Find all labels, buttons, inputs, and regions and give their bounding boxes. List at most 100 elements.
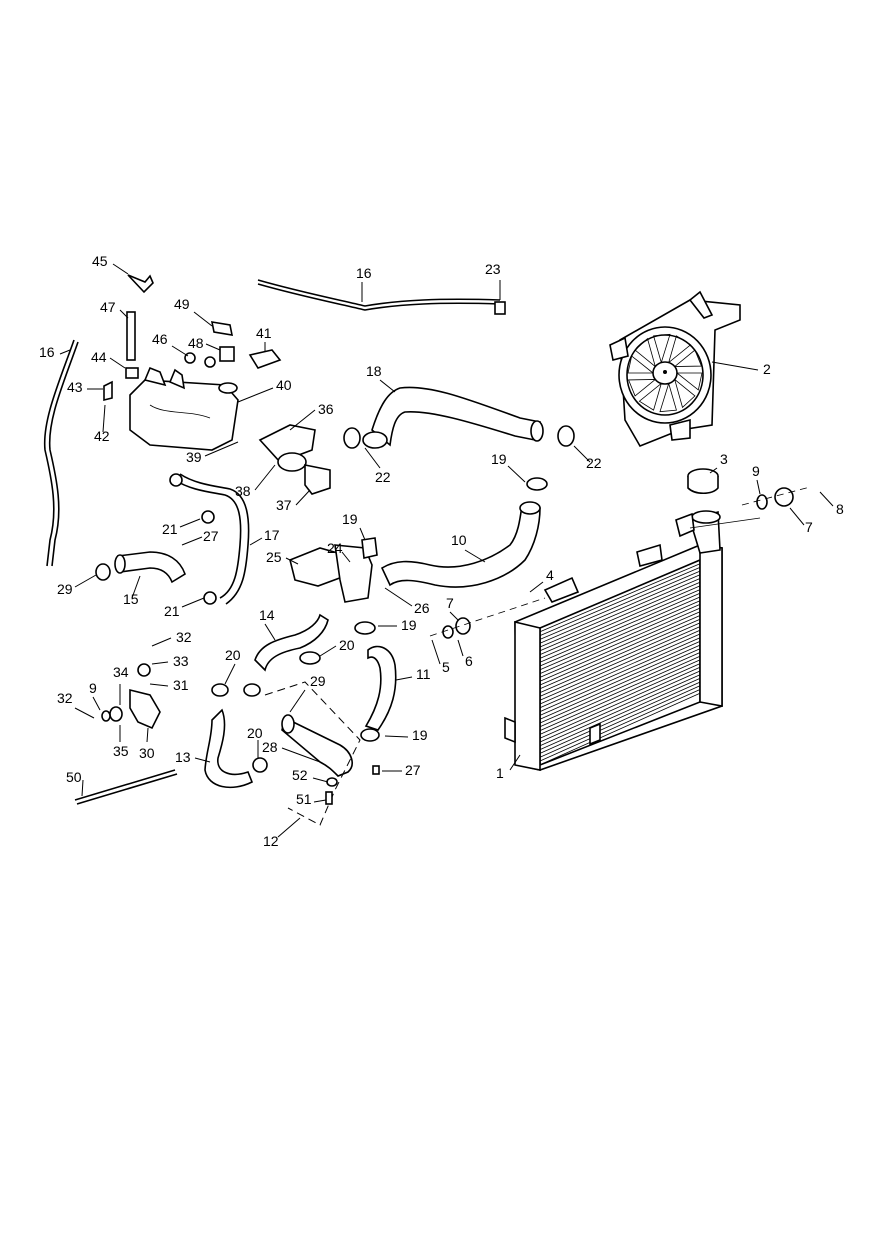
callout-number: 42 — [94, 428, 110, 444]
callout-number: 5 — [442, 659, 450, 675]
radiator-fin-line — [539, 618, 701, 690]
radiator-fin-line — [539, 604, 701, 674]
callout-number: 35 — [113, 743, 129, 759]
callout-leader-line — [179, 518, 201, 528]
callout-16: 16 — [356, 265, 372, 302]
callout-31: 31 — [149, 677, 189, 693]
callout-3: 3 — [709, 451, 728, 474]
callout-25: 25 — [266, 549, 299, 565]
filler-cap — [687, 468, 719, 495]
callout-28: 28 — [262, 739, 321, 763]
callout-49: 49 — [174, 296, 213, 327]
callout-9: 9 — [89, 680, 101, 711]
fan-blade — [627, 379, 657, 397]
callout-number: 8 — [836, 501, 844, 517]
expansion-tank — [129, 366, 239, 451]
callout-leader-line — [102, 404, 106, 433]
callout-number: 40 — [276, 377, 292, 393]
callout-30: 30 — [139, 727, 155, 761]
callout-leader-line — [119, 309, 129, 319]
callout-18: 18 — [366, 363, 396, 393]
callout-23: 23 — [485, 261, 501, 300]
callout-leader-line — [319, 645, 337, 657]
callout-50: 50 — [66, 769, 84, 797]
callout-number: 32 — [176, 629, 192, 645]
radiator-fin-line — [539, 666, 701, 739]
radiator-fin-line — [539, 615, 701, 686]
fan-blade — [673, 349, 703, 367]
callout-number: 9 — [752, 463, 760, 479]
callout-leader-line — [313, 799, 327, 803]
callout-number: 20 — [247, 725, 263, 741]
callout-number: 4 — [546, 567, 554, 583]
callout-leader-line — [205, 343, 221, 351]
callout-number: 21 — [164, 603, 180, 619]
callout-number: 19 — [342, 511, 358, 527]
callout-number: 14 — [259, 607, 275, 623]
bracket-30 — [129, 688, 161, 730]
callout-number: 45 — [92, 253, 108, 269]
radiator-fin-line — [539, 570, 701, 640]
callout-number: 24 — [327, 540, 343, 556]
hose-14 — [254, 613, 329, 672]
callout-number: 9 — [89, 680, 97, 696]
callout-number: 28 — [262, 739, 278, 755]
callout-15: 15 — [123, 575, 141, 607]
radiator-fin-line — [539, 626, 701, 697]
callout-number: 27 — [405, 762, 421, 778]
callout-leader-line — [464, 549, 486, 563]
callout-number: 22 — [375, 469, 391, 485]
water-pump-housing — [289, 544, 373, 603]
callout-leader-line — [131, 575, 141, 599]
radiator-fin-line — [539, 692, 701, 766]
callout-leader-line — [312, 777, 329, 783]
callout-22: 22 — [573, 445, 602, 471]
callout-10: 10 — [451, 532, 486, 563]
radiator-fin-line — [539, 689, 701, 762]
radiator-fin-line — [539, 600, 701, 671]
radiator-fin-line — [539, 596, 701, 667]
callout-number: 43 — [67, 379, 83, 395]
callout-number: 32 — [57, 690, 73, 706]
callout-44: 44 — [91, 349, 126, 369]
callout-number: 31 — [173, 677, 189, 693]
callout-leader-line — [449, 611, 459, 621]
radiator-fin-line — [539, 655, 701, 728]
callout-number: 16 — [356, 265, 372, 281]
callout-5: 5 — [431, 639, 450, 675]
callout-46: 46 — [152, 331, 189, 357]
callout-leader-line — [529, 581, 544, 593]
callout-leader-line — [193, 311, 213, 327]
cooling-fan — [609, 290, 741, 448]
callout-leader-line — [151, 661, 169, 665]
callout-leader-line — [277, 817, 301, 838]
callout-leader-line — [457, 639, 464, 657]
callout-20: 20 — [319, 637, 355, 657]
callout-number: 19 — [491, 451, 507, 467]
hose-10 — [380, 501, 541, 588]
callout-leader-line — [181, 597, 205, 608]
callout-12: 12 — [263, 817, 301, 849]
callout-leader-line — [364, 447, 381, 469]
radiator-fin-line — [539, 578, 701, 648]
hose-16-left — [43, 339, 79, 567]
callout-leader-line — [281, 747, 321, 763]
callout-7: 7 — [789, 507, 813, 535]
callout-27: 27 — [382, 762, 421, 778]
callout-number: 2 — [763, 361, 771, 377]
callout-number: 1 — [496, 765, 504, 781]
radiator-fin-line — [539, 592, 701, 663]
callout-leader-line — [756, 479, 761, 495]
fan-blade — [659, 382, 677, 413]
callout-2: 2 — [711, 361, 771, 377]
hose-13 — [204, 708, 254, 789]
callout-4: 4 — [529, 567, 554, 593]
callout-19: 19 — [384, 727, 428, 743]
callout-47: 47 — [100, 299, 129, 319]
radiator-fin-line — [539, 652, 701, 724]
thermostat-housing — [258, 424, 331, 495]
callout-leader-line — [341, 551, 351, 563]
callout-number: 50 — [66, 769, 82, 785]
hose-18 — [362, 386, 544, 449]
